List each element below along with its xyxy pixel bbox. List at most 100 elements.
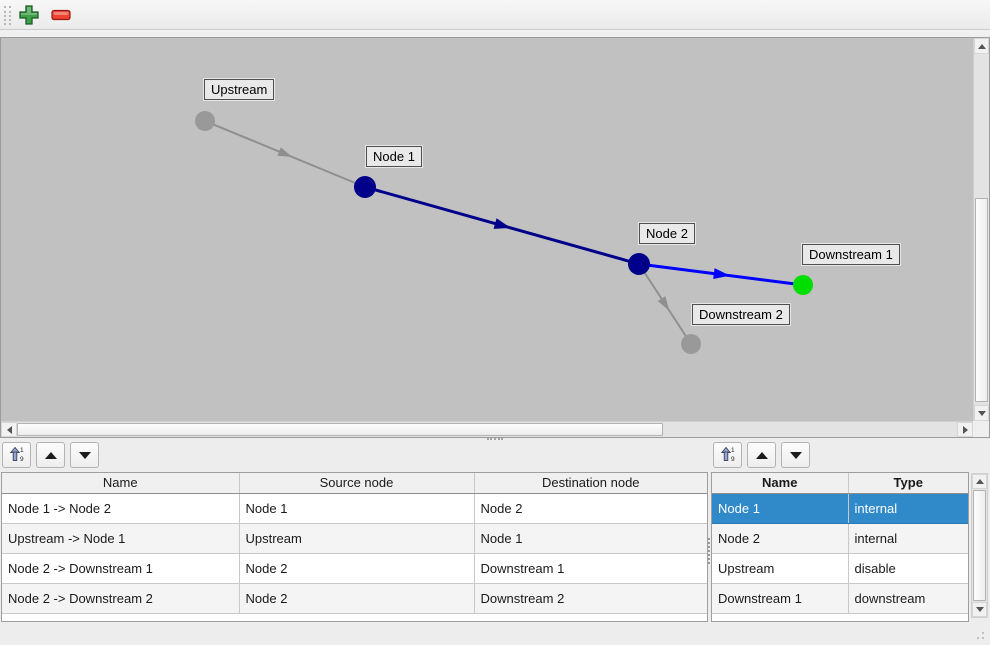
column-header-name[interactable]: Name — [712, 473, 849, 494]
triangle-up-icon — [44, 451, 57, 459]
table-cell[interactable]: Node 1 — [474, 523, 707, 554]
triangle-down-icon — [78, 451, 91, 459]
move-down-button[interactable] — [781, 442, 810, 468]
horizontal-splitter-handle[interactable] — [487, 438, 503, 441]
scroll-down-button[interactable] — [974, 405, 989, 421]
table-cell[interactable]: Downstream 2 — [474, 583, 707, 614]
triangle-down-icon — [977, 410, 986, 416]
scroll-left-button[interactable] — [1, 422, 17, 437]
triangle-up-icon — [977, 43, 986, 49]
graph-svg — [195, 111, 813, 354]
table-cell[interactable]: Downstream 1 — [474, 553, 707, 584]
graph-node-upstream[interactable] — [195, 111, 215, 131]
scroll-up-button[interactable] — [972, 474, 987, 489]
toolbar-grip[interactable] — [4, 6, 11, 25]
edge-arrow-icon — [657, 296, 670, 311]
triangle-down-icon — [975, 607, 984, 612]
edge-arrow-icon — [713, 268, 730, 280]
column-header-source-node[interactable]: Source node — [239, 473, 475, 494]
nodes-toolbar: 1 9 — [713, 442, 810, 469]
triangle-up-icon — [975, 479, 984, 484]
table-cell[interactable]: Node 2 — [712, 523, 849, 554]
node-label-node-1[interactable]: Node 1 — [366, 146, 422, 167]
table-cell[interactable]: Node 2 — [239, 583, 475, 614]
table-cell[interactable]: Node 1 -> Node 2 — [2, 493, 240, 524]
edges-table: Name Source node Destination node Node 1… — [1, 472, 708, 622]
edges-table-header: Name Source node Destination node — [2, 473, 707, 494]
table-cell[interactable]: Node 2 — [239, 553, 475, 584]
triangle-left-icon — [6, 425, 12, 434]
table-cell[interactable]: Node 1 — [239, 493, 475, 524]
vertical-scroll-thumb[interactable] — [973, 490, 986, 601]
move-down-button[interactable] — [70, 442, 99, 468]
minus-icon — [51, 9, 71, 24]
table-cell[interactable]: Upstream — [712, 553, 849, 584]
canvas-horizontal-scrollbar[interactable] — [1, 421, 973, 437]
column-header-name[interactable]: Name — [2, 473, 240, 494]
column-header-destination-node[interactable]: Destination node — [474, 473, 707, 494]
scrollbar-corner — [973, 421, 989, 437]
triangle-right-icon — [962, 425, 968, 434]
window-resize-grip[interactable] — [974, 629, 986, 641]
column-header-type[interactable]: Type — [848, 473, 968, 494]
triangle-up-icon — [755, 451, 768, 459]
svg-text:9: 9 — [20, 456, 24, 462]
table-cell[interactable]: Downstream 1 — [712, 583, 849, 614]
toolbar-gap — [0, 30, 990, 37]
vertical-splitter-handle[interactable] — [708, 538, 711, 564]
canvas-vertical-scrollbar[interactable] — [973, 38, 989, 421]
scroll-up-button[interactable] — [974, 38, 989, 54]
node-label-downstream-2[interactable]: Downstream 2 — [692, 304, 790, 325]
main-toolbar — [0, 0, 990, 30]
table-cell[interactable]: internal — [848, 523, 968, 554]
sort-button[interactable]: 1 9 — [713, 442, 742, 468]
graph-node-downstream-2[interactable] — [681, 334, 701, 354]
table-cell[interactable]: Node 2 — [474, 493, 707, 524]
table-cell[interactable]: Node 1 — [712, 493, 849, 524]
sort-button[interactable]: 1 9 — [2, 442, 31, 468]
add-button[interactable] — [18, 4, 40, 28]
table-cell[interactable]: Node 2 -> Downstream 2 — [2, 583, 240, 614]
move-up-button[interactable] — [747, 442, 776, 468]
svg-text:9: 9 — [731, 456, 735, 462]
scroll-down-button[interactable] — [972, 602, 987, 617]
table-cell[interactable]: Node 2 -> Downstream 1 — [2, 553, 240, 584]
sort-icon: 1 9 — [9, 446, 25, 465]
table-cell[interactable]: Upstream -> Node 1 — [2, 523, 240, 554]
table-cell[interactable]: internal — [848, 493, 968, 524]
graph-node-node-2[interactable] — [628, 253, 650, 275]
node-label-downstream-1[interactable]: Downstream 1 — [802, 244, 900, 265]
scroll-right-button[interactable] — [957, 422, 973, 437]
plus-icon — [19, 4, 39, 28]
move-up-button[interactable] — [36, 442, 65, 468]
graph-node-downstream-1[interactable] — [793, 275, 813, 295]
table-cell[interactable]: disable — [848, 553, 968, 584]
nodes-table-scrollbar[interactable] — [971, 473, 988, 618]
table-cell[interactable]: Upstream — [239, 523, 475, 554]
node-label-upstream[interactable]: Upstream — [204, 79, 275, 100]
sort-icon: 1 9 — [720, 446, 736, 465]
vertical-scroll-thumb[interactable] — [975, 198, 988, 402]
edges-toolbar: 1 9 — [2, 442, 99, 469]
remove-button[interactable] — [50, 5, 72, 27]
horizontal-scroll-thumb[interactable] — [17, 423, 663, 436]
edge-arrow-icon — [277, 147, 293, 158]
graph-node-node-1[interactable] — [354, 176, 376, 198]
table-cell[interactable]: downstream — [848, 583, 968, 614]
svg-text:1: 1 — [20, 447, 24, 454]
triangle-down-icon — [789, 451, 802, 459]
svg-text:1: 1 — [731, 447, 735, 454]
node-label-node-2[interactable]: Node 2 — [639, 223, 695, 244]
edge-arrow-icon — [493, 218, 511, 229]
